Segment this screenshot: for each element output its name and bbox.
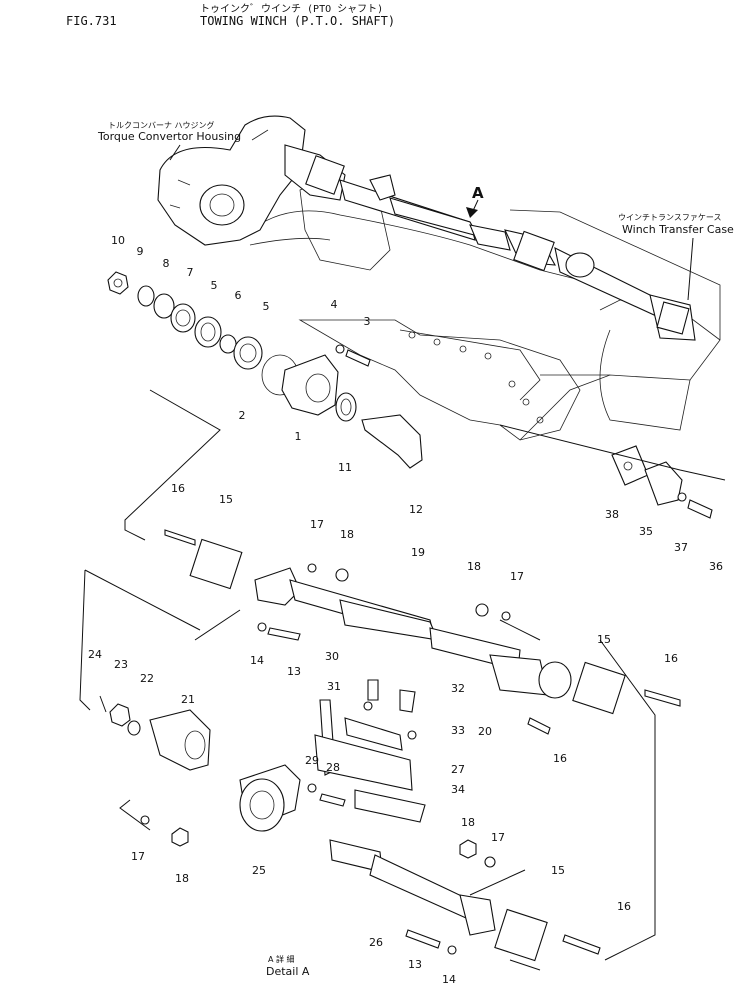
part-number-7: 7 [187, 266, 194, 279]
title-english: TOWING WINCH (P.T.O. SHAFT) [200, 14, 396, 28]
part-number-37: 37 [674, 541, 688, 554]
part-number-16: 16 [617, 900, 631, 913]
part-number-28: 28 [326, 761, 340, 774]
detail-a-marker: A [472, 184, 484, 202]
part-number-26: 26 [369, 936, 383, 949]
part-number-20: 20 [478, 725, 492, 738]
detail-box-left [79, 569, 201, 831]
detail-box-upper [124, 389, 241, 641]
part-number-18: 18 [175, 872, 189, 885]
bracket-bearing-assembly [99, 679, 426, 847]
part-number-22: 22 [140, 672, 154, 685]
winch-case-leader [687, 237, 694, 301]
lower-shaft-assembly [329, 839, 601, 962]
winch-case-label: Winch Transfer Case [622, 223, 734, 236]
part-number-16: 16 [664, 652, 678, 665]
winch-case-label-jp: ウインチトランスファケース [618, 213, 721, 222]
part-number-15: 15 [551, 864, 565, 877]
part-number-23: 23 [114, 658, 128, 671]
part-number-10: 10 [111, 234, 125, 247]
part-number-29: 29 [305, 754, 319, 767]
torque-housing-leader [169, 144, 181, 161]
part-number-32: 32 [451, 682, 465, 695]
part-number-3: 3 [364, 315, 371, 328]
torque-housing-label: Torque Convertor Housing [97, 130, 241, 143]
part-number-12: 12 [409, 503, 423, 516]
detail-box-right [469, 619, 656, 971]
part-number-16: 16 [553, 752, 567, 765]
part-number-2: 2 [239, 409, 246, 422]
detail-a-caption-jp: A 詳 細 [268, 954, 295, 964]
part-number-9: 9 [137, 245, 144, 258]
part-number-18: 18 [467, 560, 481, 573]
part-number-18: 18 [340, 528, 354, 541]
part-number-17: 17 [491, 831, 505, 844]
winch-side-parts [499, 424, 726, 519]
middle-shaft-assembly [164, 529, 681, 735]
figure-number: FIG.731 [66, 14, 117, 28]
part-number-1: 1 [295, 430, 302, 443]
part-number-17: 17 [131, 850, 145, 863]
part-number-5: 5 [263, 300, 270, 313]
part-number-11: 11 [338, 461, 352, 474]
part-number-15: 15 [219, 493, 233, 506]
part-number-24: 24 [88, 648, 102, 661]
part-number-14: 14 [442, 973, 456, 985]
part-number-21: 21 [181, 693, 195, 706]
part-number-13: 13 [408, 958, 422, 971]
part-number-31: 31 [327, 680, 341, 693]
part-number-15: 15 [597, 633, 611, 646]
torque-housing-label-jp: トルクコンバーナ ハウジング [108, 120, 215, 130]
part-number-5: 5 [211, 279, 218, 292]
part-number-30: 30 [325, 650, 339, 663]
part-number-18: 18 [461, 816, 475, 829]
part-number-35: 35 [639, 525, 653, 538]
title-japanese: トゥインクﾞ ウインチ (PTO シャフト) [200, 4, 384, 15]
part-number-4: 4 [331, 298, 338, 311]
part-number-19: 19 [411, 546, 425, 559]
part-number-13: 13 [287, 665, 301, 678]
part-number-17: 17 [310, 518, 324, 531]
upper-drive-shaft [284, 144, 696, 341]
part-number-34: 34 [451, 783, 465, 796]
torque-convertor-housing [157, 115, 306, 246]
part-number-25: 25 [252, 864, 266, 877]
part-number-8: 8 [163, 257, 170, 270]
part-number-33: 33 [451, 724, 465, 737]
part-number-27: 27 [451, 763, 465, 776]
detail-a-arrowhead [466, 207, 478, 218]
part-number-6: 6 [235, 289, 242, 302]
part-number-16: 16 [171, 482, 185, 495]
bearing-seal-stack [107, 271, 423, 469]
detail-a-caption: Detail A [266, 965, 310, 978]
part-number-14: 14 [250, 654, 264, 667]
part-number-17: 17 [510, 570, 524, 583]
part-number-38: 38 [605, 508, 619, 521]
part-number-36: 36 [709, 560, 723, 573]
